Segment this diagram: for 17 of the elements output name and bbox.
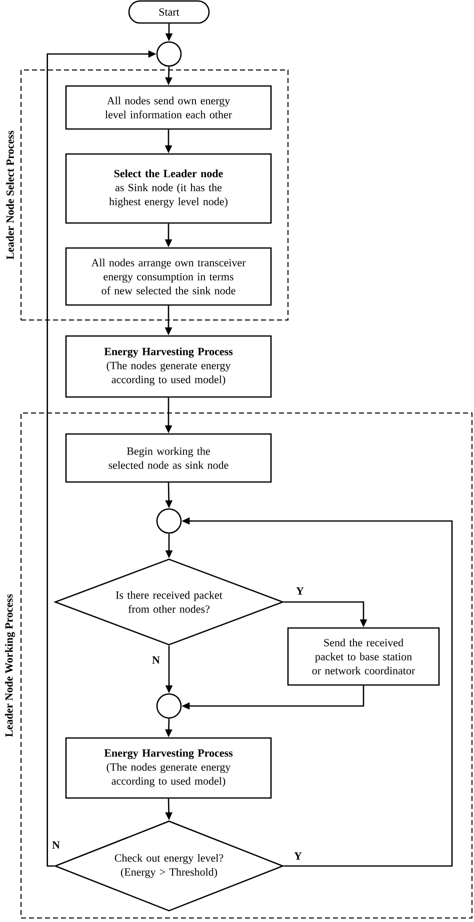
edge-label: Y	[293, 851, 303, 861]
edge-label: N	[151, 655, 161, 665]
process-box: Send the received packet to base station or network coordinator	[287, 627, 440, 686]
node-label: Leader Node Select Process	[6, 130, 14, 260]
connector-circle	[156, 41, 182, 67]
node-label: Leader Node Working Process	[4, 594, 16, 737]
process-box: Energy Harvesting Process (The nodes generate energy according to used model)	[65, 335, 272, 398]
connector-circle	[156, 508, 182, 534]
connector-circle	[156, 693, 182, 719]
process-box: Begin working the selected node as sink node	[65, 433, 272, 483]
process-box: All nodes send own energy level information each other	[65, 85, 272, 130]
edge-label: Y	[295, 586, 305, 596]
edge-label: N	[51, 840, 61, 850]
process-box: All nodes arrange own transceiver energy consumption in terms of new selected the sink node	[65, 247, 272, 306]
process-box: Energy Harvesting Process (The nodes generate energy according to used model)	[65, 737, 272, 799]
start-terminal: Start	[128, 0, 210, 24]
process-box: Select the Leader node as Sink node (it has the highest energy level node)	[65, 153, 272, 224]
